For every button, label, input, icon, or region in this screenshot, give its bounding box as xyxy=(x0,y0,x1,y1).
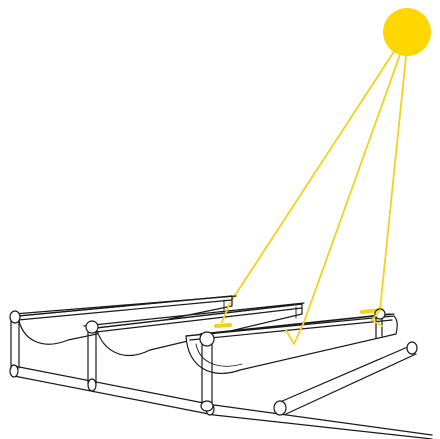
absorber-tube-front xyxy=(214,323,232,328)
sun-ray-back xyxy=(229,49,396,304)
header-pipe xyxy=(9,341,433,439)
sun-ray-front xyxy=(379,55,407,311)
parabolic-trough-middle xyxy=(83,302,305,385)
parabolic-trough-back xyxy=(9,295,237,369)
sun-rays xyxy=(229,49,407,323)
sun-icon xyxy=(383,8,431,56)
sun-ray-middle xyxy=(303,51,402,323)
reflected-rays xyxy=(221,302,383,345)
parabolic-trough-front xyxy=(185,308,398,412)
